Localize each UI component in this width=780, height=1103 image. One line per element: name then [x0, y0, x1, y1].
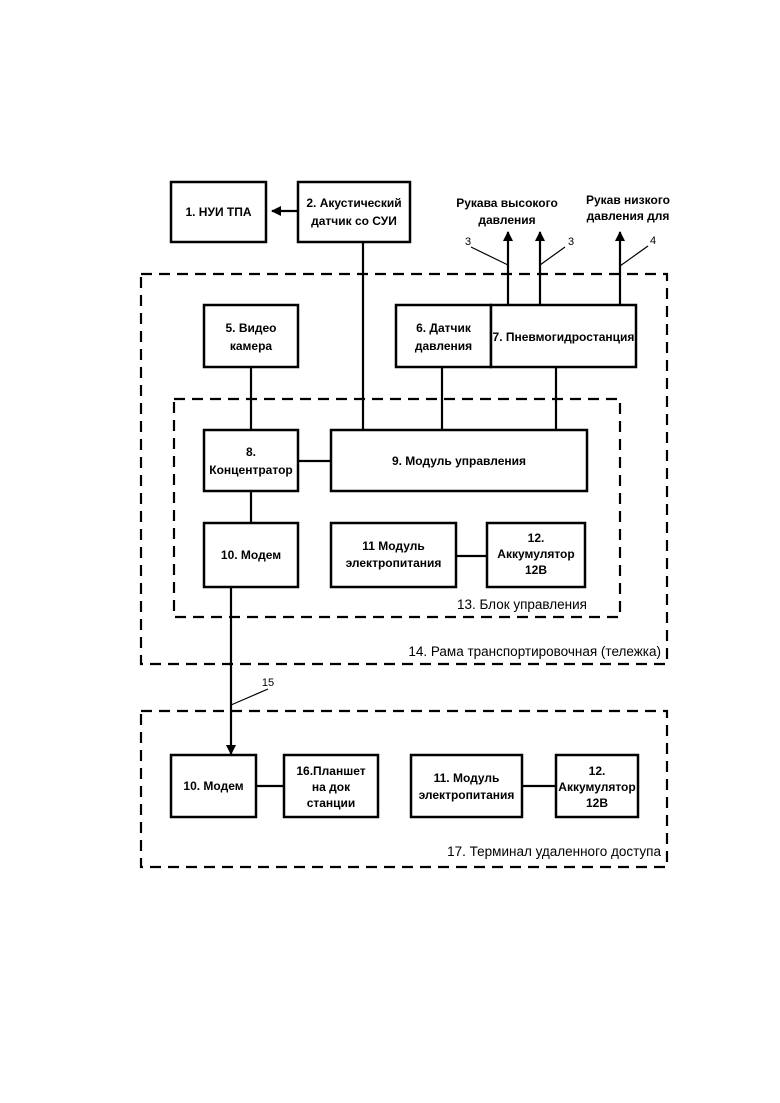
label-b12-line2: Аккумулятор — [497, 547, 574, 561]
label-high-pressure-line1: Рукава высокого — [456, 196, 558, 210]
label-frame-13: 13. Блок управления — [457, 597, 587, 612]
label-b2-line2: датчик со СУИ — [311, 214, 397, 228]
label-b5-line2: камера — [230, 339, 273, 353]
label-b11r-line1: 11. Модуль — [434, 771, 500, 785]
block-11-remote-power-module — [411, 755, 522, 817]
label-b11r-line2: электропитания — [419, 788, 515, 802]
label-b10: 10. Модем — [221, 548, 281, 562]
label-b16-line2: на док — [312, 780, 351, 794]
label-b8-line2: Концентратор — [209, 463, 292, 477]
block-5-video-camera — [204, 305, 298, 367]
leader-3b — [540, 247, 565, 265]
label-b12-line3: 12В — [525, 563, 547, 577]
label-b1: 1. НУИ ТПА — [185, 205, 251, 219]
block-11-power-module — [331, 523, 456, 587]
label-b11-line1: 11 Модуль — [362, 539, 424, 553]
label-b10r: 10. Модем — [183, 779, 243, 793]
block-8-hub — [204, 430, 298, 491]
label-b9: 9. Модуль управления — [392, 454, 526, 468]
label-b12r-line1: 12. — [589, 764, 606, 778]
callout-3b: 3 — [568, 236, 574, 248]
label-low-pressure-line1: Рукав низкого — [586, 193, 670, 207]
label-b8-line1: 8. — [246, 445, 256, 459]
label-b11-line2: электропитания — [346, 556, 442, 570]
label-frame-17: 17. Терминал удаленного доступа — [447, 844, 661, 859]
label-b12-line1: 12. — [528, 531, 545, 545]
label-b6-line1: 6. Датчик — [416, 321, 472, 335]
callout-3a: 3 — [465, 236, 471, 248]
label-b16-line3: станции — [307, 796, 356, 810]
block-2-acoustic-sensor — [298, 182, 410, 242]
leader-4 — [620, 246, 648, 266]
label-b12r-line3: 12В — [586, 796, 608, 810]
leader-15 — [231, 689, 268, 705]
label-b6-line2: давления — [415, 339, 472, 353]
block-6-pressure-sensor — [396, 305, 491, 367]
label-b7: 7. Пневмогидростанция — [493, 330, 635, 344]
label-low-pressure-line2: давления для — [587, 209, 670, 223]
label-b16-line1: 16.Планшет — [296, 764, 365, 778]
callout-4: 4 — [650, 235, 656, 247]
label-frame-14: 14. Рама транспортировочная (тележка) — [408, 644, 661, 659]
label-b12r-line2: Аккумулятор — [558, 780, 635, 794]
label-b5-line1: 5. Видео — [225, 321, 276, 335]
label-high-pressure-line2: давления — [478, 213, 535, 227]
callout-15: 15 — [262, 677, 274, 689]
label-b2-line1: 2. Акустический — [306, 196, 401, 210]
leader-3a — [471, 247, 508, 265]
